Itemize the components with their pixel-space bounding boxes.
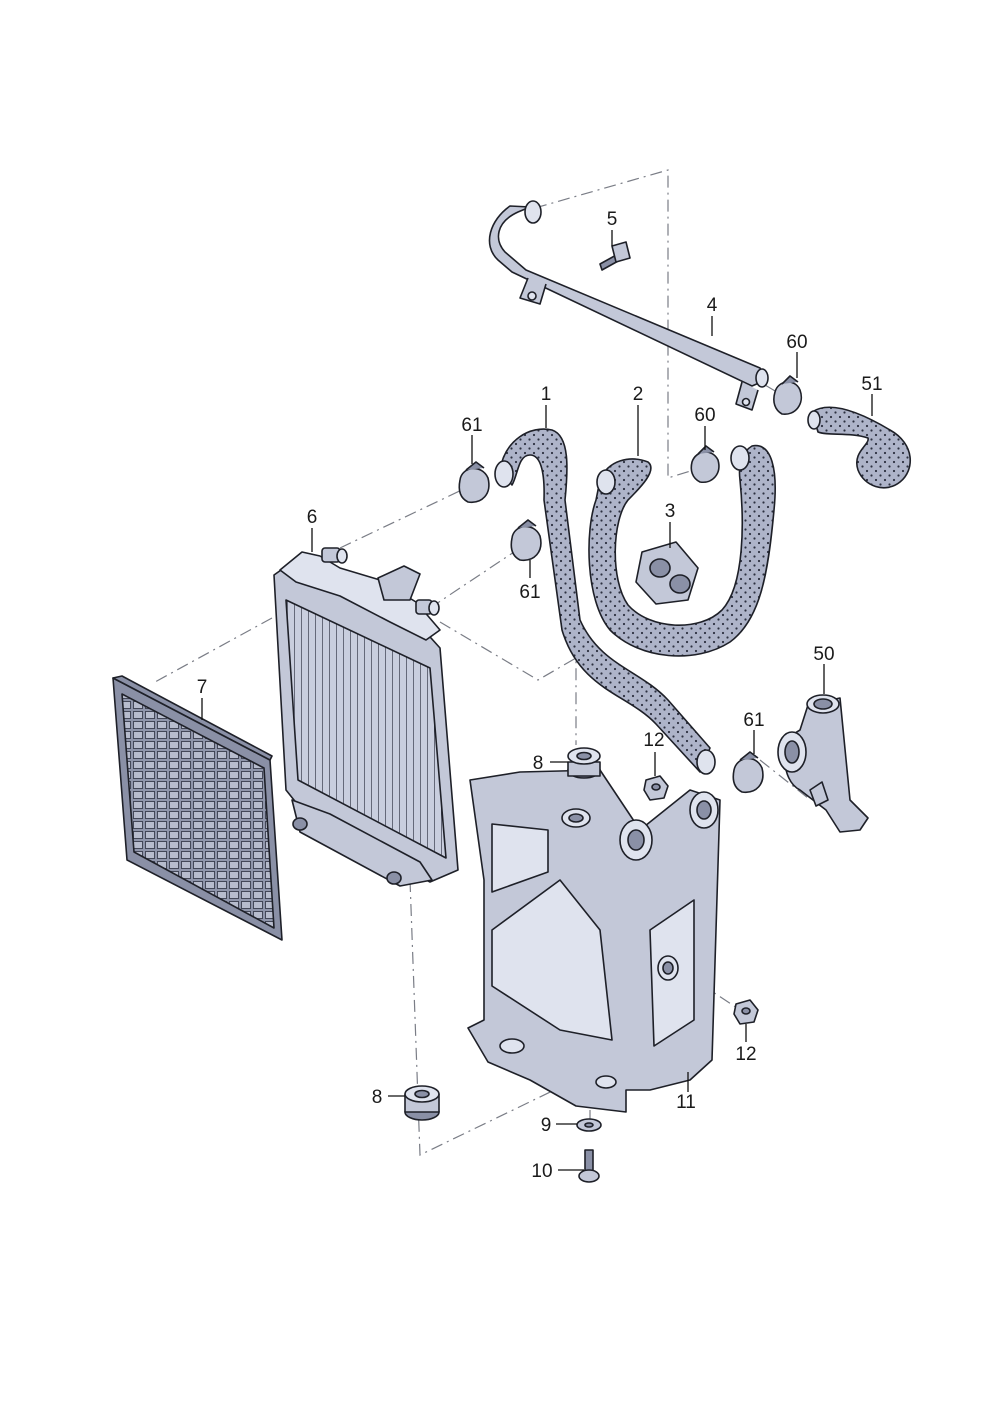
callout-3: 3 [665,501,676,522]
callout-50: 50 [813,644,834,665]
assembly-lines [154,169,821,1156]
callout-labels: 1 2 3 4 5 6 7 8 8 9 10 11 12 12 50 51 60… [197,209,883,1182]
nut-part-12-lower [733,999,759,1025]
clamp-part-60-upper [773,375,802,415]
callout-4: 4 [707,295,718,316]
callout-7: 7 [197,677,208,698]
washer-part-9 [576,1118,602,1132]
callout-5: 5 [607,209,618,230]
bolt-part-10 [578,1149,600,1183]
protective-grille-part-7 [112,675,283,941]
callout-11: 11 [676,1092,696,1113]
hose-holder-part-3 [635,541,699,605]
callout-1: 1 [541,384,552,405]
radiator-part-6 [273,547,459,887]
callout-12-upper: 12 [643,730,664,751]
clamp-part-61-left [458,461,490,503]
callout-61-left: 61 [461,415,482,436]
grommet-part-8-upper [567,747,601,779]
grommet-part-8-lower [404,1085,440,1121]
hose-part-51 [807,406,912,489]
callout-60-upper: 60 [786,332,807,353]
callout-8-lower: 8 [372,1087,383,1108]
callout-9: 9 [541,1115,552,1136]
coolant-pipe-part-4 [488,200,769,411]
bolt-part-5 [599,241,631,271]
callout-61-lower: 61 [743,710,764,731]
clamp-part-61-lower [732,751,764,793]
bracket-part-11 [467,769,721,1113]
callout-12-lower: 12 [735,1044,756,1065]
callout-2: 2 [633,384,644,405]
bypass-hose-part-2 [588,444,776,657]
clamp-part-60-lower [690,445,720,484]
callout-8-upper: 8 [533,753,544,774]
connecting-piece-part-50 [777,694,869,833]
nut-part-12-upper [643,775,669,801]
callout-10: 10 [531,1161,552,1182]
callout-51: 51 [861,374,882,395]
leader-lines [201,230,873,1171]
callout-61-middle: 61 [519,582,540,603]
clamp-part-61-middle [510,519,542,561]
callout-6: 6 [307,507,318,528]
callout-60-lower: 60 [694,405,715,426]
radiator-hose-part-1 [494,428,716,775]
